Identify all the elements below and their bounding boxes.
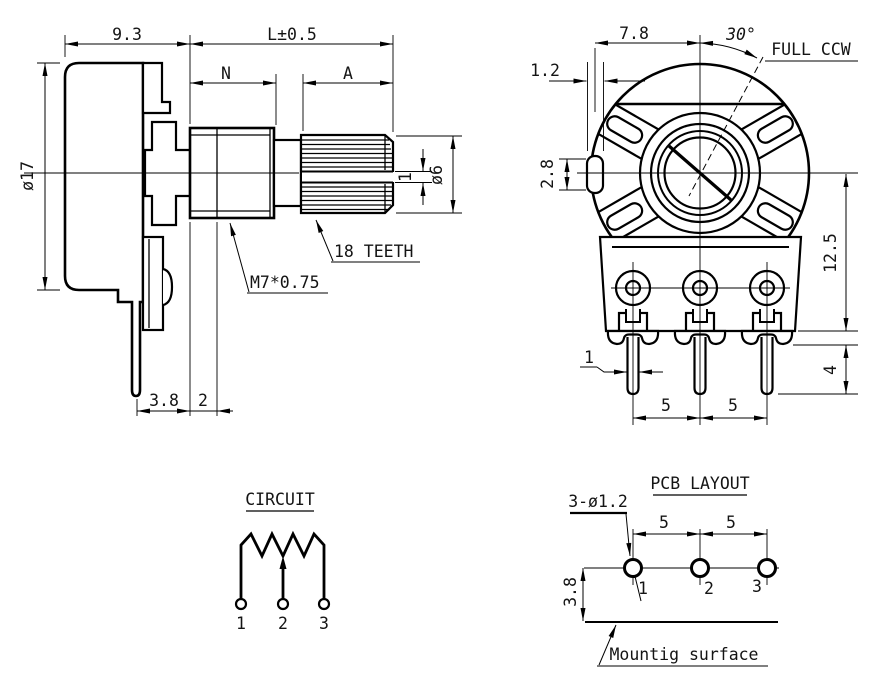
- eyelet-bump: [162, 267, 174, 307]
- circuit-pin-3: 3: [319, 614, 329, 633]
- dim-body-dia: ø17: [18, 161, 37, 191]
- surface-leader: [598, 624, 617, 666]
- dim-shaft-dia: ø6: [427, 165, 446, 185]
- front-dimension-lines: [549, 40, 849, 421]
- dim-bushing-n: N: [221, 64, 231, 83]
- pcb-pitch-right: 5: [726, 513, 736, 532]
- side-view: 9.3 L±0.5 N A ø17 ø6 1 18 TEETH M7*0.75 …: [18, 25, 462, 416]
- circuit-pin-1: 1: [236, 614, 246, 633]
- tab-slot: [585, 154, 605, 195]
- front-centerlines: [577, 35, 858, 425]
- dim-pin-width: 1: [584, 348, 594, 367]
- note-teeth: 18 TEETH: [334, 242, 413, 261]
- dim-tab-height: 2.8: [538, 159, 557, 189]
- dim-pitch-right: 5: [728, 396, 738, 415]
- top-bracket: [141, 61, 172, 115]
- dim-pin-length: 4: [821, 365, 840, 375]
- dim-collar: 2: [198, 391, 208, 410]
- pcb-dim-offset: 3.8: [561, 577, 580, 607]
- pcb-title: PCB LAYOUT: [650, 474, 749, 493]
- dim-center-to-seat: 12.5: [821, 233, 840, 273]
- pcb-hole-note: 3-ø1.2: [568, 492, 628, 511]
- pcb-pin-2: 2: [704, 579, 714, 598]
- dim-tab-offset: 7.8: [619, 24, 649, 43]
- dim-pin-offset: 3.8: [149, 391, 179, 410]
- dim-slot-width: 1: [396, 172, 415, 182]
- pcb-hole-2: [690, 558, 710, 578]
- note-full-ccw: FULL CCW: [771, 40, 851, 59]
- pcb-centerlines: [584, 529, 779, 585]
- circuit-terminal-3: [317, 597, 331, 611]
- side-dimension-lines: [42, 41, 456, 414]
- pcb-pin-3: 3: [752, 577, 762, 596]
- lower-bracket: [141, 235, 165, 332]
- pcb-hole-1: [623, 558, 643, 578]
- pcb-dimension-lines: [580, 531, 767, 621]
- hub-cross: [143, 120, 192, 227]
- dim-tab-width: 1.2: [530, 61, 560, 80]
- dim-length: L±0.5: [267, 25, 317, 44]
- pcb-pitch-left: 5: [659, 513, 669, 532]
- dim-pitch-left: 5: [661, 396, 671, 415]
- circuit-diagram: CIRCUIT 1 2 3: [234, 490, 331, 633]
- mounting-surface-note: Mountig surface: [609, 645, 758, 664]
- ccw-position-line: [688, 56, 764, 197]
- pcb-pin-1: 1: [638, 579, 648, 598]
- wiper-arrow: [279, 556, 287, 569]
- front-view: 7.8 30° FULL CCW 1.2 2.8 12.5 4 1 5 5: [530, 24, 858, 425]
- pcb-hole-3: [757, 558, 777, 578]
- angle-arc: [699, 40, 758, 59]
- dim-angle: 30°: [725, 25, 756, 44]
- circuit-pin-2: 2: [278, 614, 288, 633]
- hole-leader: [625, 513, 632, 557]
- knurl-teeth: [302, 139, 392, 211]
- shaft-slot: [302, 172, 396, 182]
- circuit-terminal-2: [276, 597, 290, 611]
- circuit-terminal-1: [234, 597, 248, 611]
- pcb-layout: PCB LAYOUT 3-ø1.2 5 5 3.8 1 2 3 Mountig: [561, 474, 779, 667]
- circuit-title: CIRCUIT: [245, 490, 315, 509]
- dim-shaft-a: A: [343, 64, 353, 83]
- note-thread: M7*0.75: [250, 273, 320, 292]
- dim-body-depth: 9.3: [112, 25, 142, 44]
- side-extension-lines: [37, 35, 462, 416]
- front-extension-lines: [559, 48, 858, 395]
- pot-body-outline: [63, 61, 145, 398]
